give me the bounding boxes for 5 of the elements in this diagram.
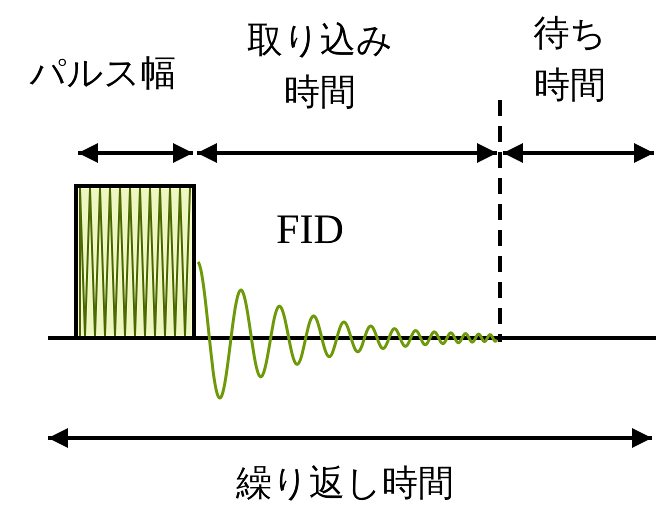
acquisition-time-label: 取り込み時間: [246, 19, 394, 116]
repetition-time-label: 繰り返し時間: [235, 462, 455, 506]
wait-time-label: 待ち時間: [532, 12, 608, 108]
pulse-width-label: パルス幅: [28, 52, 178, 96]
fid-label: FID: [275, 206, 345, 255]
